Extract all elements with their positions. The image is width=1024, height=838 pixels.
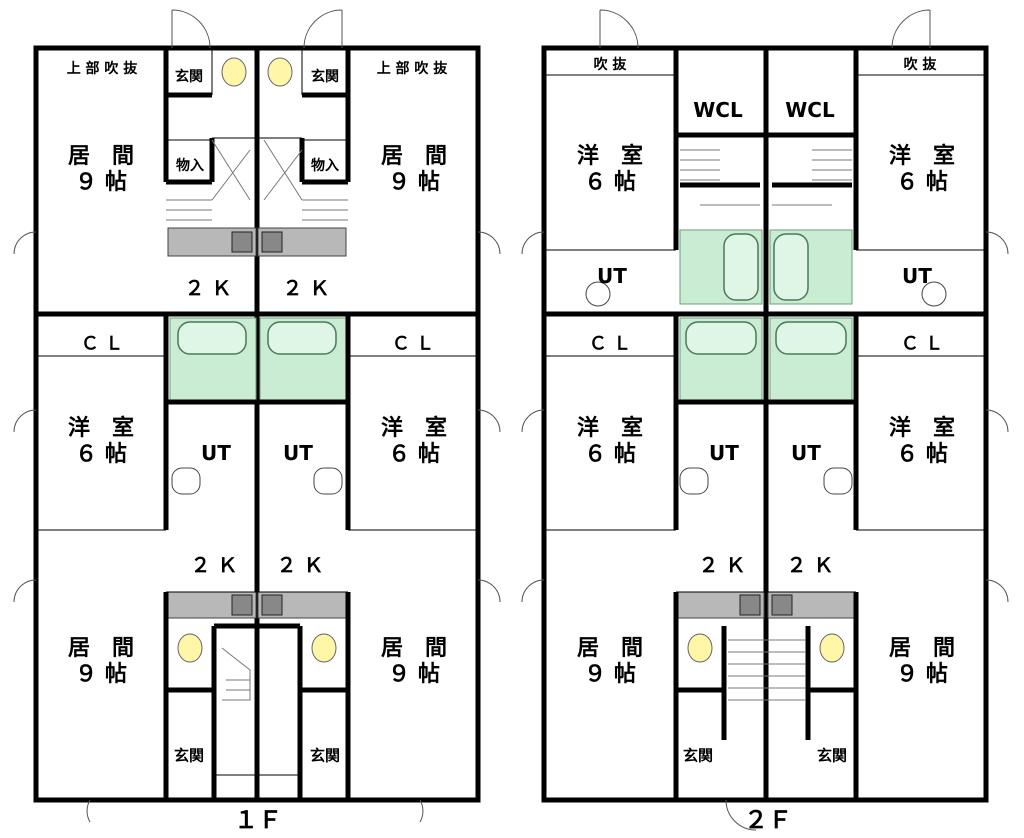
floor-plan-1f: [13, 9, 501, 823]
1f-western-r-label-size: ６ 帖: [388, 442, 440, 467]
2f-void-l-label: 吹 抜: [594, 56, 628, 73]
1f-living-top-l-label-room: 居 間: [68, 144, 134, 169]
1f-kitchen-top-r-label: ２ Ｋ: [283, 276, 330, 300]
1f-western-r-label-room: 洋 室: [381, 415, 447, 441]
2f-floor-label: ２Ｆ: [744, 806, 792, 834]
2f-living-r-label-room: 居 間: [889, 636, 955, 661]
floor-plan-2f: [521, 9, 1009, 831]
2f-void-r-label: 吹 抜: [904, 56, 938, 73]
2f-entry-l-label: 玄関: [683, 746, 713, 764]
1f-ut-r-label: UT: [283, 441, 313, 465]
2f-ut-top-r-label: UT: [902, 264, 932, 288]
1f-cl-r-label: Ｃ Ｌ: [392, 333, 434, 354]
1f-void-r-label: 上 部 吹 抜: [377, 60, 449, 77]
1f-western-l-label-room: 洋 室: [68, 415, 134, 441]
1f-western-l-label-size: ６ 帖: [75, 442, 127, 467]
1f-entry-top-r-label: 玄関: [311, 68, 339, 85]
2f-ut-r-label: UT: [791, 441, 821, 465]
2f-western-top-l-label-room: 洋 室: [577, 143, 643, 169]
1f-kitchen-bot-l-label: ２ Ｋ: [191, 553, 238, 577]
1f-living-top-l-label-size: ９ 帖: [75, 170, 127, 195]
1f-living-bot-l-label-room: 居 間: [68, 636, 134, 661]
2f-western-top-r-label-room: 洋 室: [889, 143, 955, 169]
2f-ut-top-l-label: UT: [597, 264, 627, 288]
1f-entry-top-l-label: 玄関: [175, 68, 203, 85]
1f-living-bot-l-label-size: ９ 帖: [75, 662, 127, 687]
1f-cl-l-label: Ｃ Ｌ: [81, 333, 123, 354]
2f-cl-l-label: Ｃ Ｌ: [589, 333, 631, 354]
1f-ut-l-label: UT: [201, 441, 231, 465]
2f-western-l-label-size: ６ 帖: [584, 442, 636, 467]
1f-entry-bot-l-label: 玄関: [174, 746, 204, 764]
2f-western-l-label-room: 洋 室: [577, 415, 643, 441]
2f-entry-r-label: 玄関: [817, 746, 847, 764]
2f-living-l-label-room: 居 間: [577, 636, 643, 661]
1f-kitchen-bot-r-label: ２ Ｋ: [277, 553, 324, 577]
2f-kitchen-l-label: ２ Ｋ: [699, 553, 746, 577]
1f-living-bot-r-label-room: 居 間: [381, 636, 447, 661]
2f-ut-l-label: UT: [709, 441, 739, 465]
1f-kitchen-top-l-label: ２ Ｋ: [185, 276, 232, 300]
1f-void-l-label: 上 部 吹 抜: [67, 60, 139, 77]
2f-wcl-l-label: WCL: [693, 98, 743, 122]
2f-western-r-label-size: ６ 帖: [896, 442, 948, 467]
1f-living-top-r-label-room: 居 間: [381, 144, 447, 169]
1f-floor-label: １Ｆ: [234, 806, 282, 834]
1f-storage-l-label: 物入: [176, 157, 204, 174]
2f-living-l-label-size: ９ 帖: [584, 662, 636, 687]
2f-kitchen-r-label: ２ Ｋ: [787, 553, 834, 577]
2f-living-r-label-size: ９ 帖: [896, 662, 948, 687]
2f-western-r-label-room: 洋 室: [889, 415, 955, 441]
1f-storage-r-label: 物入: [311, 157, 339, 174]
1f-entry-bot-r-label: 玄関: [310, 746, 340, 764]
1f-living-top-r-label-size: ９ 帖: [388, 170, 440, 195]
2f-cl-r-label: Ｃ Ｌ: [901, 333, 943, 354]
1f-living-bot-r-label-size: ９ 帖: [388, 662, 440, 687]
2f-wcl-r-label: WCL: [785, 98, 835, 122]
2f-western-top-l-label-size: ６ 帖: [584, 170, 636, 195]
2f-western-top-r-label-size: ６ 帖: [896, 170, 948, 195]
